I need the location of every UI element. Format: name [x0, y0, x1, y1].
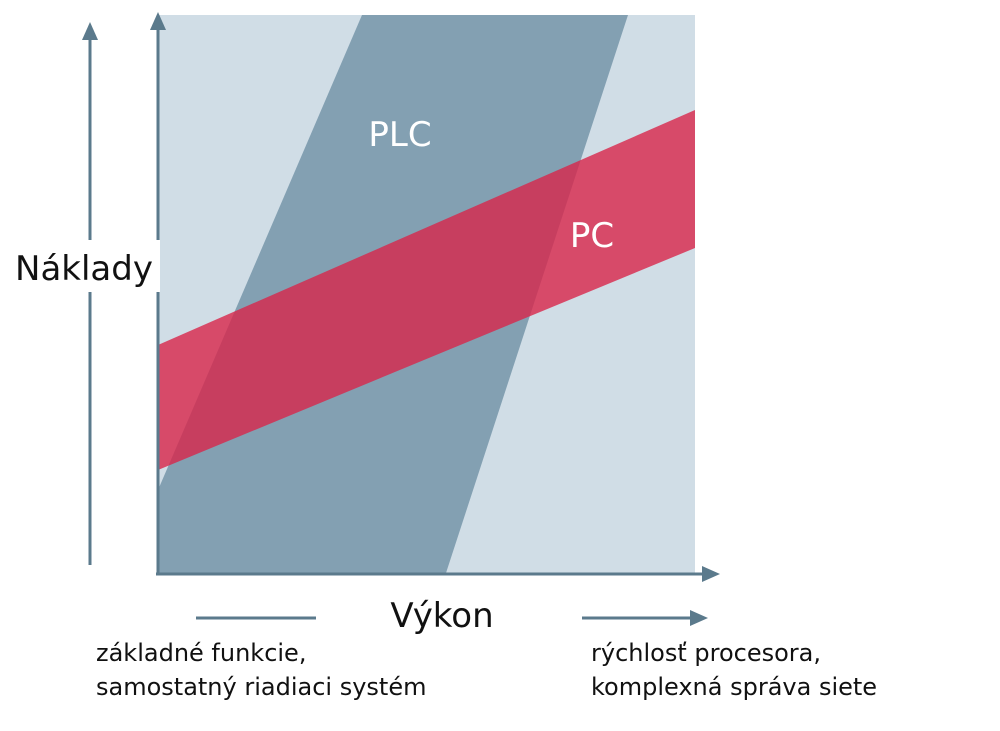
pc-band-label: PC	[570, 216, 614, 256]
high-end-line-1: rýchlosť procesora,	[591, 639, 821, 667]
x-axis	[156, 566, 720, 582]
y-axis-label: Náklady	[15, 249, 153, 289]
cost-direction-arrow	[82, 22, 98, 565]
high-end-arrow	[582, 610, 708, 626]
x-axis-label: Výkon	[390, 596, 493, 636]
plc-band-label: PLC	[368, 115, 431, 155]
y-axis-label-mask	[10, 240, 160, 292]
high-end-line-2: komplexná správa siete	[591, 673, 878, 701]
pc-band	[158, 110, 695, 470]
low-end-line-1: základné funkcie,	[96, 639, 307, 667]
low-end-line-2: samostatný riadiaci systém	[96, 673, 427, 701]
high-end-description: rýchlosť procesora, komplexná správa sie…	[591, 636, 877, 704]
y-axis	[150, 12, 166, 575]
low-end-description: základné funkcie, samostatný riadiaci sy…	[96, 636, 426, 704]
